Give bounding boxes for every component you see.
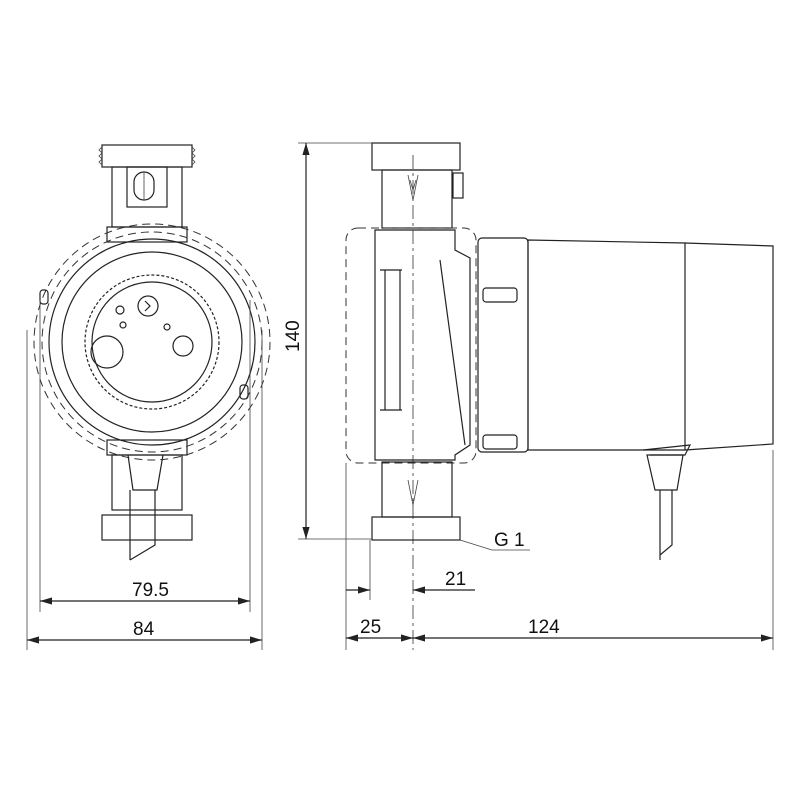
front-dimensions: 79.5 84 <box>26 300 263 650</box>
button-speed <box>137 295 159 317</box>
cable-plug <box>646 454 684 491</box>
led-ring <box>84 274 220 410</box>
dim-124: 124 <box>528 617 560 638</box>
dim-140: 140 <box>283 320 304 352</box>
front-top-fitting <box>98 144 196 243</box>
side-pump-housing <box>345 227 477 464</box>
front-housing <box>33 223 271 461</box>
side-bottom-fitting <box>371 461 461 541</box>
side-view: 140 G 1 21 25 124 <box>283 142 774 650</box>
thread-label: G 1 <box>494 530 525 551</box>
button-mode <box>172 335 194 357</box>
front-bottom-fitting <box>101 439 193 561</box>
front-view: 79.5 84 <box>26 144 271 650</box>
side-top-fitting <box>371 142 464 229</box>
side-motor <box>527 239 774 560</box>
side-flange <box>477 237 529 453</box>
display-window <box>90 335 124 369</box>
dim-79-5: 79.5 <box>132 580 169 601</box>
dim-84: 84 <box>133 619 155 640</box>
dim-25: 25 <box>360 617 381 638</box>
dim-21: 21 <box>445 569 466 590</box>
side-dimensions: 140 G 1 21 25 124 <box>283 142 774 650</box>
